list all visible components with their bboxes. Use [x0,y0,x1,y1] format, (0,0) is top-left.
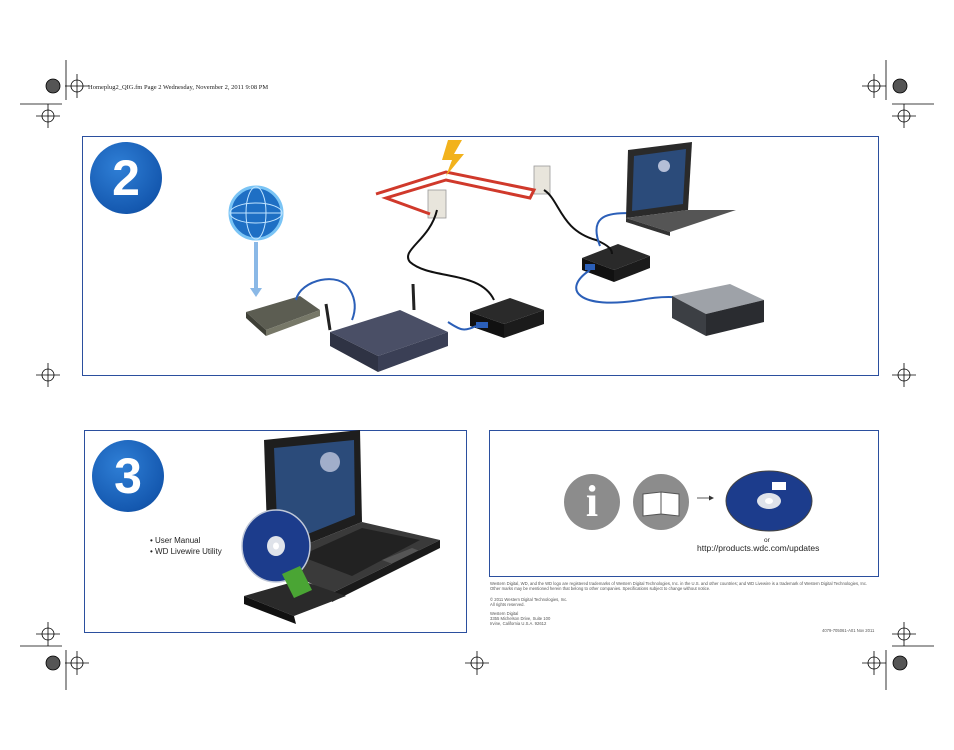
copyright-block: © 2011 Western Digital Technologies, Inc… [490,597,568,608]
lightning-bolt-icon [442,140,464,176]
laptop-icon [626,142,736,236]
updates-url-link[interactable]: http://products.wdc.com/updates [697,543,820,553]
wall-outlet-1-icon [427,189,447,219]
media-player-icon [672,284,764,336]
router-icon [324,283,448,372]
step2-panel [82,136,879,376]
step3-number: 3 [92,440,164,512]
info-glyph: i [585,477,599,526]
manual-book-icon [633,474,689,530]
company-address-block: Western Digital 3355 Michelson Drive, Su… [490,611,551,627]
or-label: or [764,537,770,544]
step2-number: 2 [90,142,162,214]
insert-arrow-icon [282,566,312,598]
large-laptop-icon [264,430,440,602]
part-number: 4079-705061-A01 Nov 2011 [822,628,875,633]
internet-globe-icon [228,185,284,241]
bullet-wd-livewire-utility: WD Livewire Utility [150,546,222,557]
info-icon: i [564,474,620,530]
step3-bullet-list: User Manual WD Livewire Utility [150,535,222,557]
wd-cd-icon [241,509,311,583]
legal-trademark-text: Western Digital, WD, and the WD logo are… [490,581,868,592]
powerline-adapter-2-icon [582,244,650,282]
wd-software-cd-icon [725,470,813,532]
wall-outlet-2-icon [533,165,551,195]
arrow-right-icon [697,495,714,501]
bullet-user-manual: User Manual [150,535,222,546]
powerline-adapter-1-icon [470,298,544,338]
file-info-header: Homeplug2_QIG.fm Page 2 Wednesday, Novem… [88,84,269,91]
disc-tray-icon [244,580,346,624]
modem-icon [246,296,320,336]
